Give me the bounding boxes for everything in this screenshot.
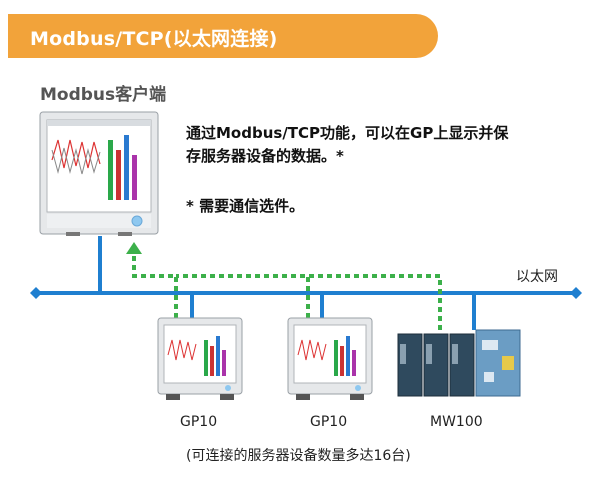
option-note: * 需要通信选件。 xyxy=(186,197,305,215)
server-label-gp10-1: GP10 xyxy=(180,414,218,430)
client-gp-device xyxy=(39,111,159,236)
description-line-2: 存服务器设备的数据。* xyxy=(186,147,344,165)
title-banner: Modbus/TCP(以太网连接) xyxy=(8,14,438,58)
description: 通过Modbus/TCP功能，可以在GP上显示并保 存服务器设备的数据。* xyxy=(186,122,596,168)
server-gp10-2 xyxy=(287,317,373,400)
data-path xyxy=(126,242,442,330)
ethernet-bus xyxy=(30,236,582,330)
network-label: 以太网 xyxy=(516,269,558,285)
description-line-1: 通过Modbus/TCP功能，可以在GP上显示并保 xyxy=(186,124,509,142)
max-servers-note: (可连接的服务器设备数量多达16台) xyxy=(186,448,411,464)
client-label: Modbus客户端 xyxy=(40,85,167,105)
server-label-mw100: MW100 xyxy=(430,414,483,430)
server-mw100 xyxy=(397,329,521,397)
server-label-gp10-2: GP10 xyxy=(310,414,348,430)
client-bar-graph xyxy=(108,135,137,200)
server-gp10-1 xyxy=(157,317,243,400)
client-trend-graph xyxy=(51,139,101,175)
page-title: Modbus/TCP(以太网连接) xyxy=(30,28,278,50)
